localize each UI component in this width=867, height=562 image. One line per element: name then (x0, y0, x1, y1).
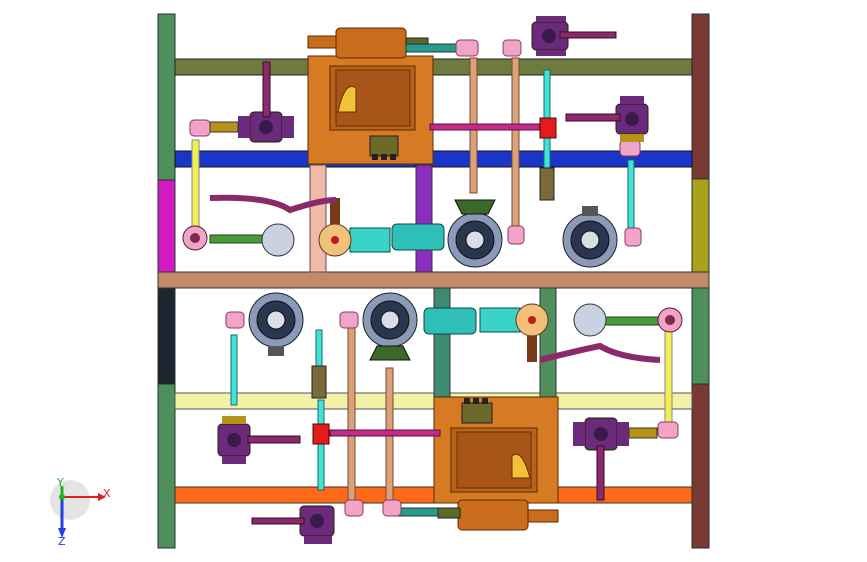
green-pipe (209, 234, 266, 244)
support-post (309, 164, 327, 273)
pink-elbows (189, 39, 679, 517)
pressure-gauge (318, 198, 352, 257)
top-tank (307, 27, 434, 165)
yellow-pipe-left (191, 139, 200, 231)
ball-valve-upper-left (209, 61, 294, 143)
axis-triad: X Y Z (50, 476, 111, 548)
ball-valve-right (565, 96, 649, 142)
strainer-left (182, 194, 337, 257)
ball-valve-lower-right (573, 417, 658, 501)
cyan-pipe (230, 334, 238, 406)
strainer-right (539, 303, 683, 363)
red-tee (539, 117, 557, 139)
ball-valve-top-right (531, 16, 617, 56)
ball-valve-bottom (251, 505, 335, 544)
right-frame-column (691, 13, 710, 549)
pump-upper-1 (447, 199, 503, 268)
cyan-pipe (543, 69, 551, 121)
support-post (415, 164, 433, 273)
bottom-tank (433, 396, 559, 531)
green-pipe (603, 316, 660, 326)
left-frame-column (157, 13, 176, 549)
y-axis-label: Y (56, 476, 64, 489)
support-post (539, 287, 557, 399)
z-axis-label: Z (58, 535, 66, 548)
red-tee (312, 423, 330, 445)
teal-unit-upper (349, 223, 445, 253)
center-beam (157, 271, 710, 289)
sight-glass (311, 365, 327, 399)
pump-lower-1 (248, 292, 304, 356)
yellow-pipe-right (664, 329, 673, 426)
pump-lower-2 (362, 292, 418, 361)
cyan-pipe (627, 159, 635, 229)
pump-upper-2 (562, 206, 618, 268)
ball-valve-lower-left (217, 416, 301, 464)
sight-glass (539, 167, 555, 201)
cyan-pipe (315, 329, 323, 371)
magenta-pipe (329, 429, 441, 437)
magenta-pipe (429, 123, 543, 131)
pressure-gauge (515, 303, 549, 362)
support-post (433, 287, 451, 399)
x-axis-label: X (103, 487, 111, 500)
teal-unit-lower (423, 307, 521, 335)
